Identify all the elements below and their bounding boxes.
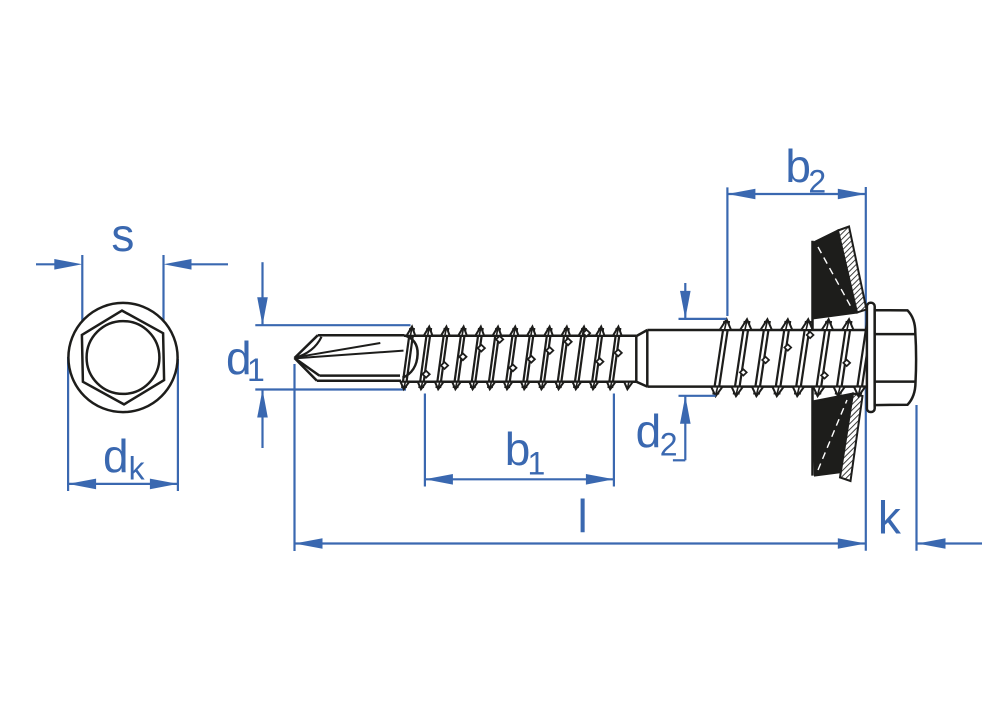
svg-text:k: k xyxy=(878,492,902,544)
svg-text:s: s xyxy=(111,209,134,261)
svg-text:d: d xyxy=(636,405,662,457)
svg-text:1: 1 xyxy=(528,446,546,482)
svg-text:2: 2 xyxy=(808,163,826,199)
svg-text:d: d xyxy=(103,430,129,482)
svg-text:b: b xyxy=(505,423,531,475)
svg-text:k: k xyxy=(129,451,146,487)
svg-text:b: b xyxy=(785,140,811,192)
svg-text:l: l xyxy=(578,490,588,542)
svg-text:2: 2 xyxy=(660,427,678,463)
svg-text:1: 1 xyxy=(247,352,265,388)
svg-text:d: d xyxy=(226,332,252,384)
